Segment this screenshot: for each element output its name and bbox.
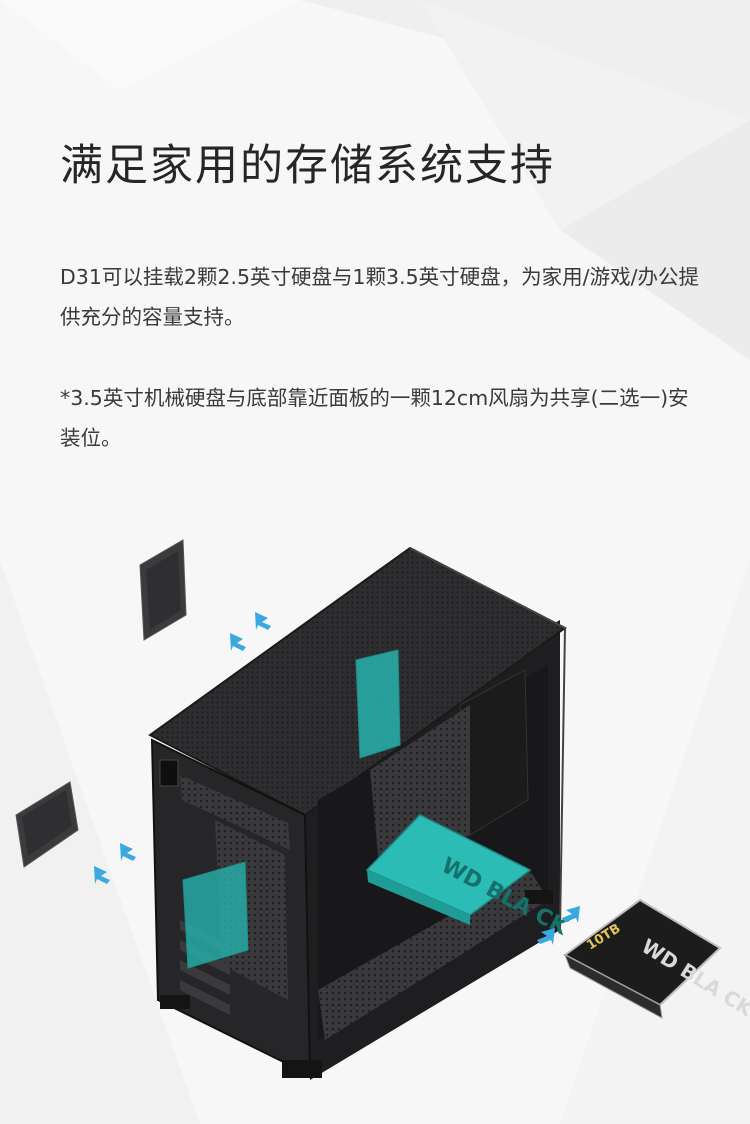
insert-arrow-icon: [94, 843, 136, 884]
ssd-drive-icon: [139, 539, 187, 641]
insert-arrow-icon: [537, 906, 580, 945]
ssd-drive-icon: [15, 781, 79, 868]
hdd-drive-icon: WD BLA CK 10TB: [563, 898, 750, 1022]
page-title: 满足家用的存储系统支持: [60, 141, 555, 191]
pc-case: [148, 546, 567, 1080]
ssd-drive-icon: [182, 649, 401, 969]
insert-arrow-icon: [230, 612, 271, 651]
description-paragraph: D31可以挂载2颗2.5英寸硬盘与1颗3.5英寸硬盘，为家用/游戏/办公提供充分…: [60, 265, 699, 329]
footnote-paragraph: *3.5英寸机械硬盘与底部靠近面板的一颗12cm风扇为共享(二选一)安装位。: [60, 386, 689, 450]
pc-case-illustration: WD BLA CK WD BLA CK 10TB: [15, 539, 750, 1080]
